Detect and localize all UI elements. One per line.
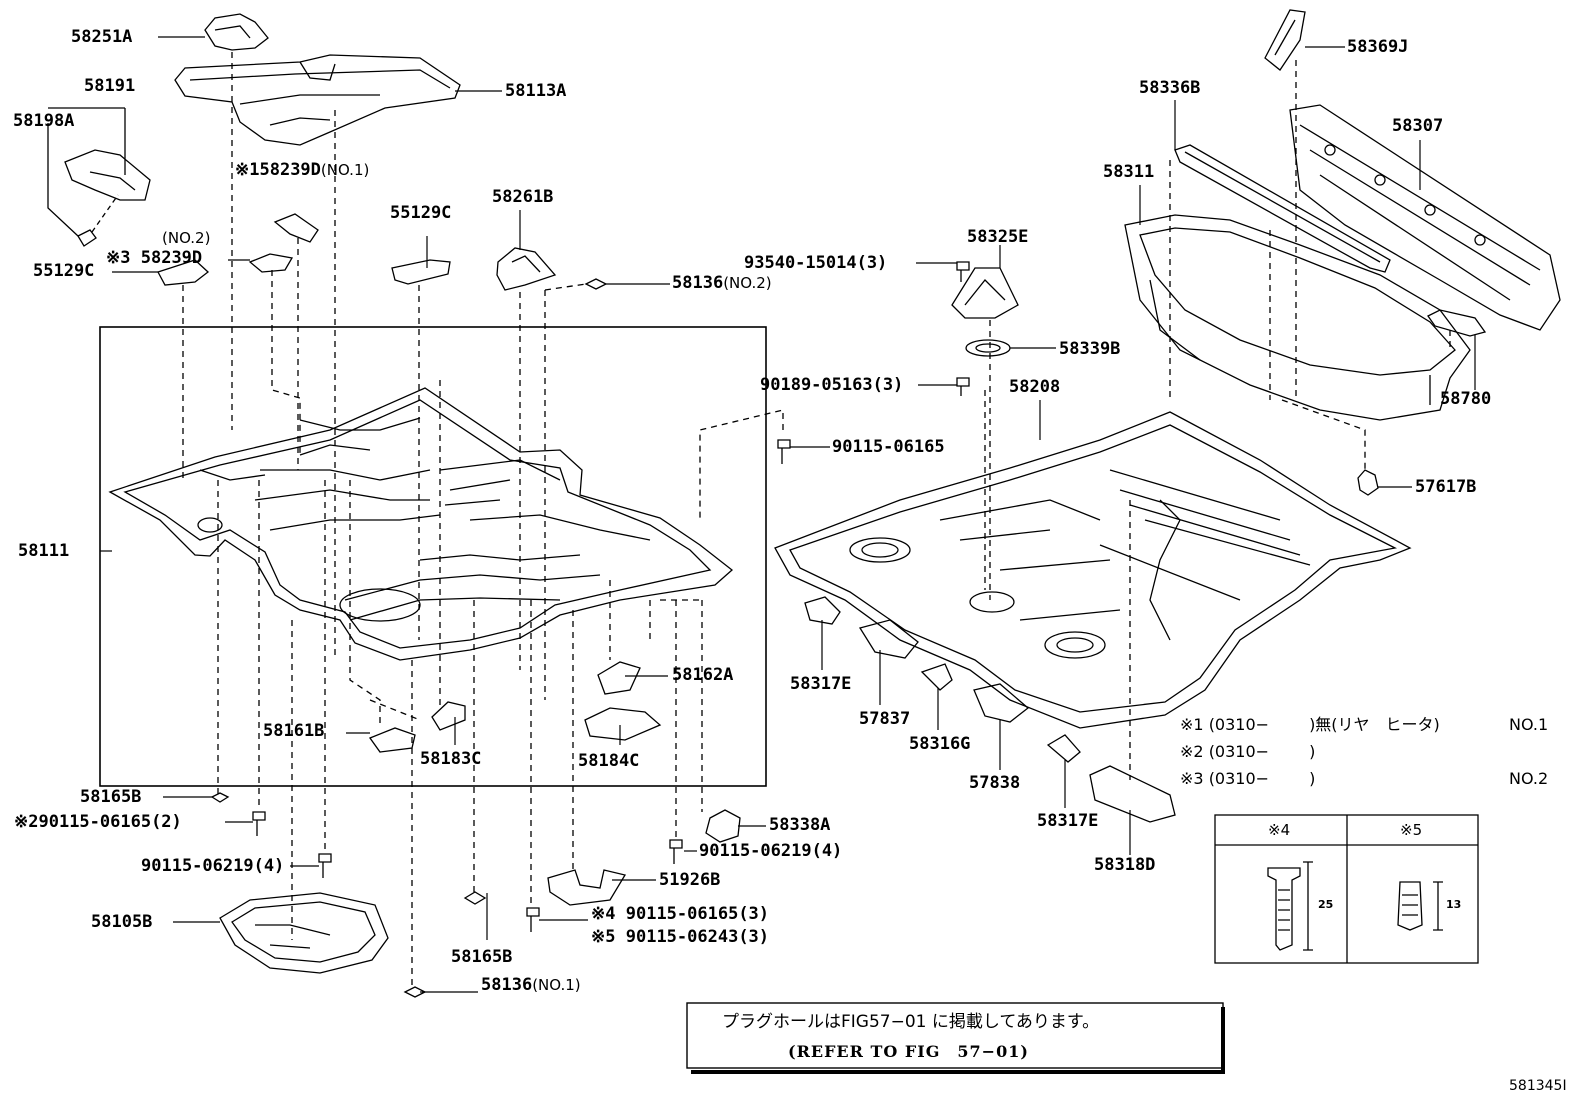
reference-box [686,1002,1225,1074]
note-3-no: NO.2 [1509,769,1549,788]
part-label-58338A: 58338A [769,815,831,835]
note-2: ※2 (0310−) [1180,742,1316,761]
part-label-58317E-a: 58317E [790,674,852,694]
part-label-90115-06165-3: ※4 90115-06165(3) [591,904,770,924]
part-label-58261B: 58261B [492,187,554,207]
bracket-58336B [1174,144,1391,273]
part-label-58251A: 58251A [71,27,133,47]
part-label-58311: 58311 [1103,162,1155,182]
reference-line-2: (REFER TO FIG 57−01) [788,1042,1029,1061]
part-label-58307: 58307 [1392,116,1444,136]
clip-table [1214,814,1479,964]
front-floor-pan-58111 [108,387,734,661]
clip-57617B [1357,469,1379,496]
front-floor-frame [99,326,767,787]
part-label-58105B: 58105B [91,912,153,932]
part-label-90115-06219-4-right: 90115-06219(4) [699,841,843,861]
dashed-guides [182,52,784,990]
part-label-58369J: 58369J [1347,37,1409,57]
part-label-58113A: 58113A [505,81,567,101]
part-label-58198A: 58198A [13,111,75,131]
rear-cross-member-58307 [1289,104,1561,331]
part-label-58208: 58208 [1009,377,1061,397]
part-label-58184C: 58184C [578,751,640,771]
part-label-90115-06219-4-left: 90115-06219(4) [141,856,285,876]
part-label-58239D-no2-note: (NO.2) [162,229,211,247]
part-label-58239D-no2: ※3 58239D [106,248,203,268]
clip-dimension-13: 13 [1446,898,1462,911]
part-label-58165B-bottom: 58165B [451,947,513,967]
part-label-57838: 57838 [969,773,1021,793]
part-label-58165B-left: 58165B [80,787,142,807]
clip-table-col1-header: ※4 [1268,821,1291,839]
figure-number: 581345I [1509,1078,1567,1094]
bracket-58251A [204,13,269,51]
part-label-57837: 57837 [859,709,911,729]
lower-left-parts [219,661,741,974]
part-label-58162A: 58162A [672,665,734,685]
part-label-57617B: 57617B [1415,477,1477,497]
spare-tire-tub-58311 [1124,214,1471,421]
leader-lines [100,36,1476,993]
part-label-90189-05163-3: 90189-05163(3) [760,375,904,395]
part-label-58161B: 58161B [263,721,325,741]
bracket-58191 [47,107,151,247]
part-label-58336B: 58336B [1139,78,1201,98]
part-label-55129C-top: 55129C [390,203,452,223]
part-label-90115-06165: 90115-06165 [832,437,945,457]
hook-58780 [1427,309,1487,337]
part-label-58136-no1: 58136(NO.1) [481,975,581,995]
note-3: ※3 (0310−) [1180,769,1316,788]
right-small-parts [804,267,1176,823]
part-label-58191: 58191 [84,76,136,96]
reference-line-1: プラグホールはFIG57−01 に掲載してあります。 [722,1012,1100,1032]
clip-table-col2-header: ※5 [1400,821,1423,839]
rear-floor-pan-58208 [774,411,1412,729]
part-label-58325E: 58325E [967,227,1029,247]
clip-dimension-25: 25 [1318,898,1334,911]
small-brackets [157,213,557,291]
part-label-51926B: 51926B [659,870,721,890]
part-label-93540-15014-3: 93540-15014(3) [744,253,888,273]
part-label-90115-06243-3: ※5 90115-06243(3) [591,927,770,947]
part-label-58316G: 58316G [909,734,971,754]
part-label-58239D-no1: ※158239D(NO.1) [235,160,370,180]
right-dashed-guides [984,60,1451,780]
part-label-58318D: 58318D [1094,855,1156,875]
part-label-58183C: 58183C [420,749,482,769]
part-label-90115-06165-2: ※290115-06165(2) [14,812,182,832]
part-label-58317E-b: 58317E [1037,811,1099,831]
part-label-58780: 58780 [1440,389,1492,409]
cross-member-58113A [174,54,461,146]
part-label-58339B: 58339B [1059,339,1121,359]
part-label-55129C-left: 55129C [33,261,95,281]
part-label-58136-no2: 58136(NO.2) [672,273,772,293]
note-1: ※1 (0310−)無(リヤ ヒータ) [1180,715,1440,734]
note-1-no: NO.1 [1509,715,1549,734]
brace-58369J [1264,9,1306,71]
part-label-58111: 58111 [18,541,70,561]
